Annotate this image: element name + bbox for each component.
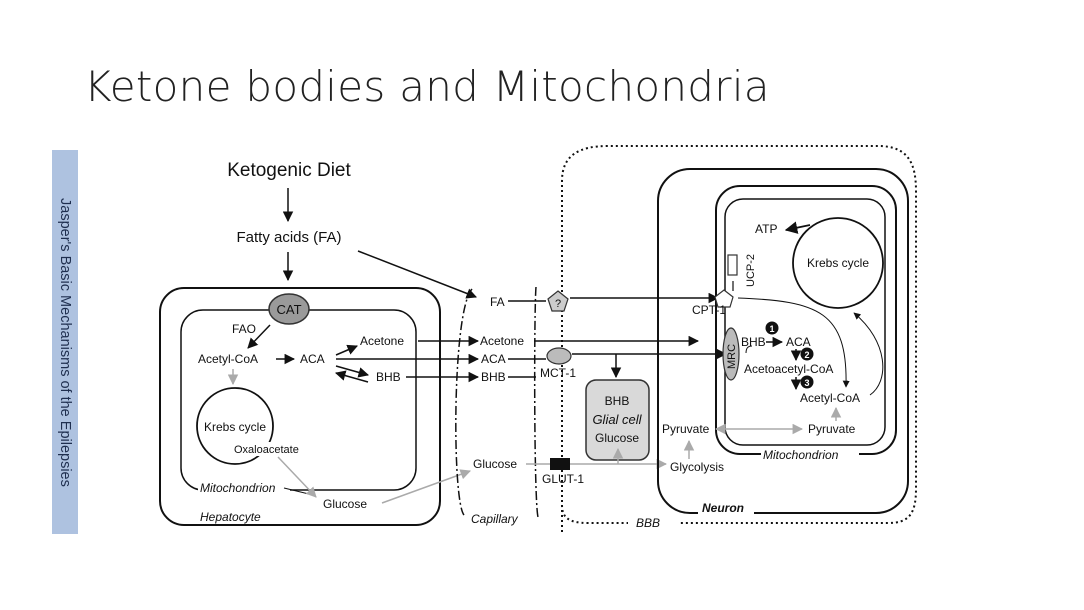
neuron-mitochondrion-inner xyxy=(724,198,886,446)
capillary-label: Capillary xyxy=(471,512,519,526)
oxaloacetate-label: Oxaloacetate xyxy=(234,444,299,456)
neuron-mito-label-bg xyxy=(761,447,859,461)
hepatocyte-acetone-label: Acetone xyxy=(360,334,404,348)
step-2-label: 2 xyxy=(804,350,809,360)
aca-to-bhb-arrow xyxy=(335,365,370,378)
oxaloacetate-bg xyxy=(232,442,308,456)
glial-glucose-label: Glucose xyxy=(595,431,639,445)
cat-transporter xyxy=(268,293,310,325)
cpt1-label: CPT-1 xyxy=(692,303,726,317)
fa-to-capillary-arrow xyxy=(357,250,477,299)
hepatocyte-label-bg xyxy=(188,509,280,523)
fa-unknown-transporter xyxy=(547,290,569,312)
mct1-transporter xyxy=(546,347,572,365)
cpt1-to-acetyl-coa-arrow xyxy=(737,297,850,388)
atp-label: ATP xyxy=(755,222,777,236)
capillary-bhb-label: BHB xyxy=(481,370,506,384)
neuron-label: Neuron xyxy=(702,501,744,515)
glial-bhb-label: BHB xyxy=(605,394,630,408)
fa-unknown-transporter-label: ? xyxy=(555,298,561,310)
glycolysis-label: Glycolysis xyxy=(670,460,724,474)
bbb-outline xyxy=(561,145,917,537)
capillary-left-wall xyxy=(455,288,473,516)
hepatocyte-mitochondrion-label: Mitochondrion xyxy=(200,481,276,495)
slide-title: Ketone bodies and Mitochondria xyxy=(84,62,770,111)
hepatocyte-bhb-label: BHB xyxy=(376,370,401,384)
hepatocyte-glucose-label: Glucose xyxy=(323,497,367,511)
neuron-krebs-cycle xyxy=(792,217,884,309)
neuron-mitochondrion-label: Mitochondrion xyxy=(763,448,839,462)
ucp2-channel xyxy=(727,254,738,276)
neuron-outline xyxy=(657,168,909,514)
hepatocyte-outline xyxy=(159,287,441,526)
sidebar-source-label: Jasper's Basic Mechanisms of the Epileps… xyxy=(57,197,73,487)
ucp2-label: UCP-2 xyxy=(745,254,757,287)
hepatocyte-aca-label: ACA xyxy=(300,352,325,366)
aca-to-acetone-arrow xyxy=(335,344,358,356)
ketogenic-diet-label: Ketogenic Diet xyxy=(227,160,351,181)
capillary-acetone-label: Acetone xyxy=(480,334,524,348)
oxaloacetate-to-glucose-arrow xyxy=(277,456,317,498)
neuron-bhb-label: BHB xyxy=(741,335,766,349)
bbb-outline-bottom xyxy=(561,504,628,524)
neuron-krebs-label: Krebs cycle xyxy=(807,256,869,270)
diagram-svg: Ketogenic Diet Fatty acids (FA) Hepatocy… xyxy=(159,145,917,537)
fao-label: FAO xyxy=(232,322,256,336)
mct1-label: MCT-1 xyxy=(540,366,576,380)
pyruvate-right-label: Pyruvate xyxy=(808,422,856,436)
step-1-marker xyxy=(765,321,779,335)
glial-cell-label: Glial cell xyxy=(592,412,642,427)
step-3-marker xyxy=(800,375,814,389)
hepatocyte-mito-label-bg xyxy=(198,481,290,495)
capillary-right-wall xyxy=(533,286,539,518)
glut1-label: GLUT-1 xyxy=(542,472,584,486)
step-1-label: 1 xyxy=(769,324,774,334)
krebs-to-atp-arrow xyxy=(784,221,811,234)
neuron-aca-label: ACA xyxy=(786,335,811,349)
step-3-label: 3 xyxy=(804,378,809,388)
mrc-complex xyxy=(722,327,740,381)
capillary-aca-label: ACA xyxy=(481,352,506,366)
bbb-label: BBB xyxy=(636,516,660,530)
acetyl-coa-to-krebs-arrow xyxy=(853,312,884,396)
neuron-acetyl-coa-label: Acetyl-CoA xyxy=(800,391,860,405)
capillary-fa-label: FA xyxy=(490,295,505,309)
step-2-marker xyxy=(800,347,814,361)
mrc-to-bhb-link xyxy=(745,345,753,354)
fao-arrow xyxy=(247,324,271,349)
hepatocyte-acetyl-coa-label: Acetyl-CoA xyxy=(198,352,258,366)
glucose-to-capillary-arrow xyxy=(381,469,471,504)
hepatocyte-krebs-label: Krebs cycle xyxy=(204,420,266,434)
fatty-acids-label: Fatty acids (FA) xyxy=(236,229,341,246)
hepatocyte-label: Hepatocyte xyxy=(200,510,261,524)
ketone-mitochondria-diagram: Ketogenic Diet Fatty acids (FA) Hepatocy… xyxy=(148,141,934,537)
cpt1-transporter xyxy=(714,289,734,308)
glut1-transporter xyxy=(550,458,570,470)
cat-label: CAT xyxy=(276,302,301,317)
capillary-glucose-label: Glucose xyxy=(473,457,517,471)
acetoacetyl-coa-label: Acetoacetyl-CoA xyxy=(744,362,833,376)
bhb-to-aca-arrow xyxy=(334,370,369,383)
sidebar-band xyxy=(52,150,78,534)
pyruvate-left-label: Pyruvate xyxy=(662,422,710,436)
mrc-label: MRC xyxy=(726,344,738,369)
neuron-label-bg xyxy=(698,499,754,515)
